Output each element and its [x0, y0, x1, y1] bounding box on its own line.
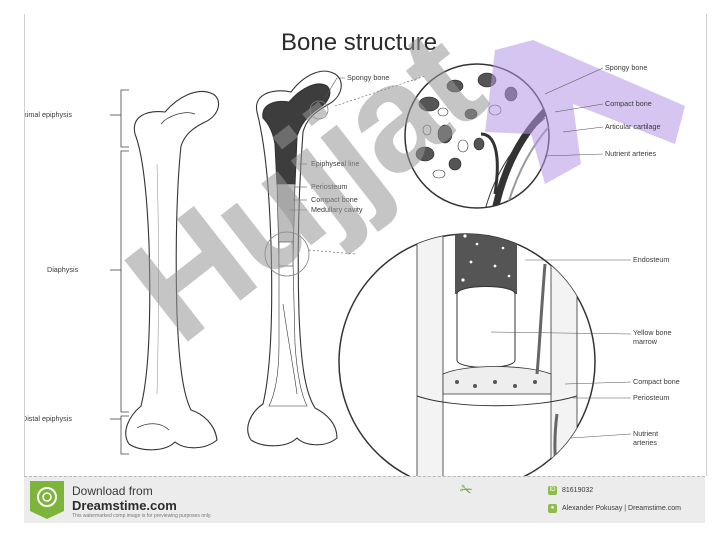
download-from-text: Download from — [72, 484, 153, 498]
dreamstime-link[interactable]: Dreamstime.com — [72, 498, 177, 513]
label-articular-cartilage: Articular cartilage — [605, 122, 661, 131]
footer-download-block: Download from Dreamstime.com This waterm… — [28, 481, 388, 519]
zoom-ring-bottom — [264, 231, 310, 277]
label-periosteum-bottom: Periosteum — [633, 393, 669, 402]
label-yellow-bone-marrow-2: marrow — [633, 337, 658, 346]
bottom-magnified-circle — [338, 233, 596, 476]
label-compact-bone-bottom: Compact bone — [633, 377, 680, 386]
label-medullary-cavity: Medullary cavity — [311, 205, 363, 214]
label-distal-epiphysis: Distal epiphysis — [25, 414, 72, 423]
label-compact-bone-top: Compact bone — [605, 99, 652, 108]
image-id-text: 81619032 — [562, 487, 594, 494]
yellow-marrow-core — [278, 241, 294, 267]
zoom-ring-top — [309, 100, 329, 120]
label-spongy-bone-top: Spongy bone — [605, 63, 647, 72]
dreamstime-logo-icon — [30, 481, 64, 519]
label-compact-bone-mid: Compact bone — [311, 195, 358, 204]
dreamstime-footer: Download from Dreamstime.com This waterm… — [24, 476, 705, 523]
label-yellow-bone-marrow-1: Yellow bone — [633, 328, 672, 337]
label-diaphysis: Diaphysis — [47, 265, 79, 274]
diagram-frame: Bone structure Proximal epiphysis Diaphy… — [24, 0, 707, 476]
label-epiphyseal-line: Epiphyseal line — [311, 159, 359, 168]
middle-leaders — [289, 75, 426, 255]
image-id-icon: ID — [548, 486, 557, 495]
left-femur — [125, 90, 220, 451]
preview-note: This watermarked comp image is for previ… — [72, 513, 212, 519]
middle-femur-section — [247, 70, 342, 447]
left-bracket — [110, 89, 129, 455]
watermark-purple-shape — [485, 40, 685, 184]
diagram-title: Bone structure — [281, 29, 437, 56]
bottom-circle-leaders — [490, 259, 632, 439]
top-circle-leaders — [544, 67, 604, 157]
author-icon: ● — [548, 504, 557, 513]
label-nutrient-arteries-bottom-2: arteries — [633, 438, 657, 447]
label-nutrient-arteries-top: Nutrient arteries — [605, 149, 657, 158]
author-credit-text: Alexander Pokusay | Dreamstime.com — [562, 505, 681, 512]
label-endosteum: Endosteum — [633, 255, 669, 264]
label-periosteum-mid: Periosteum — [311, 182, 347, 191]
label-nutrient-arteries-bottom-1: Nutrient — [633, 429, 658, 438]
label-spongy-bone-mid: Spongy bone — [347, 73, 389, 82]
scissors-icon: ✂ — [457, 480, 475, 501]
bone-structure-diagram: Bone structure Proximal epiphysis Diaphy… — [25, 29, 685, 476]
label-proximal-epiphysis: Proximal epiphysis — [25, 110, 72, 119]
